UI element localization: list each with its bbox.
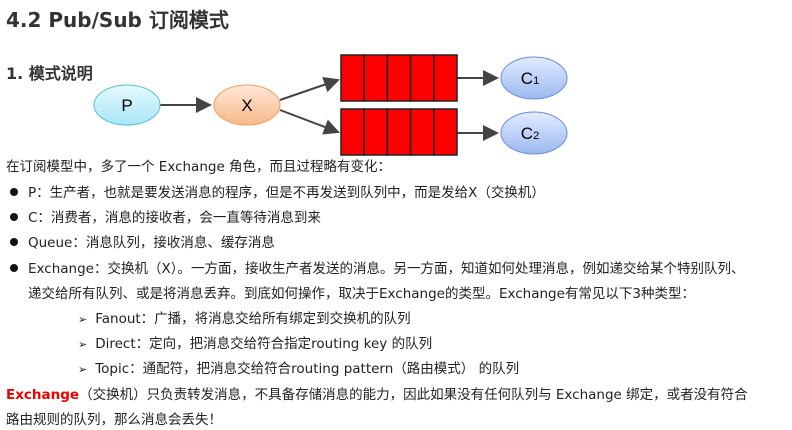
exchange-label: X: [241, 96, 252, 115]
queue-cell: [363, 108, 389, 156]
bullet-queue: Queue：消息队列，接收消息、缓存消息: [10, 233, 275, 253]
bullet-text: C：消费者，消息的接收者，会一直等待消息到来: [28, 210, 321, 226]
bullet-text: P：生产者，也就是要发送消息的程序，但是不再发送到队列中，而是发给X（交换机）: [28, 185, 545, 201]
producer-label: P: [121, 96, 132, 115]
note-line-2: 路由规则的队列，那么消息会丢失！: [6, 412, 222, 428]
sub-bullet-direct: ➢ Direct：定向，把消息交给符合指定routing key 的队列: [78, 334, 432, 355]
consumer-1-node: [500, 56, 568, 100]
queue-cell: [340, 54, 365, 102]
bullet-producer: P：生产者，也就是要发送消息的程序，但是不再发送到队列中，而是发给X（交换机）: [10, 183, 545, 203]
intro-text: 在订阅模型中，多了一个 Exchange 角色，而且过程略有变化：: [6, 159, 392, 175]
consumer-2-node: [500, 111, 568, 155]
bullet-text: Queue：消息队列，接收消息、缓存消息: [28, 235, 275, 251]
queue-cell: [386, 108, 412, 156]
arrow-bullet-icon: ➢: [78, 338, 88, 351]
queue-2: [340, 108, 458, 156]
consumer-1-label: C1: [521, 69, 539, 88]
sub-bullet-text: Topic：通配符，把消息交给符合routing pattern（路由模式） 的…: [95, 361, 520, 377]
sub-bullet-text: Direct：定向，把消息交给符合指定routing key 的队列: [95, 336, 433, 352]
sub-bullet-text: Fanout：广播，将消息交给所有绑定到交换机的队列: [95, 311, 411, 327]
exchange-node: [213, 84, 281, 126]
queue-cell: [340, 108, 365, 156]
queue-cell: [409, 108, 435, 156]
note-line-1: Exchange（交换机）只负责转发消息，不具备存储消息的能力，因此如果没有任何…: [6, 385, 748, 405]
queue-1: [340, 54, 458, 102]
page-title: 4.2 Pub/Sub 订阅模式: [6, 8, 229, 32]
bullet-icon: [10, 188, 18, 196]
bullet-exchange: Exchange：交换机（X）。一方面，接收生产者发送的消息。另一方面，知道如何…: [10, 259, 744, 279]
arrow: [160, 70, 499, 141]
queue-cell: [433, 54, 458, 102]
pubsub-diagram: P X C1 C2: [93, 54, 568, 156]
bullet-consumer: C：消费者，消息的接收者，会一直等待消息到来: [10, 208, 321, 228]
queue-cell: [363, 54, 389, 102]
bullet-icon: [10, 213, 18, 221]
bullet-text: Exchange：交换机（X）。一方面，接收生产者发送的消息。另一方面，知道如何…: [28, 261, 745, 277]
bullet-icon: [10, 238, 18, 246]
arrow-bullet-icon: ➢: [78, 363, 88, 376]
queue-cell: [386, 54, 412, 102]
bullet-icon: [10, 264, 18, 272]
sub-bullet-fanout: ➢ Fanout：广播，将消息交给所有绑定到交换机的队列: [78, 309, 411, 330]
note-highlight: Exchange: [6, 387, 80, 403]
sub-bullet-topic: ➢ Topic：通配符，把消息交给符合routing pattern（路由模式） …: [78, 359, 519, 380]
queue-cell: [433, 108, 458, 156]
arrow-bullet-icon: ➢: [78, 313, 88, 326]
queue-cell: [409, 54, 435, 102]
producer-node: [93, 84, 161, 126]
section-heading: 1. 模式说明: [6, 64, 93, 83]
consumer-2-label: C2: [521, 124, 539, 143]
bullet-exchange-cont: 递交给所有队列、或是将消息丢弃。到底如何操作，取决于Exchange的类型。Ex…: [28, 286, 696, 302]
note-text: （交换机）只负责转发消息，不具备存储消息的能力，因此如果没有任何队列与 Exch…: [79, 387, 748, 403]
